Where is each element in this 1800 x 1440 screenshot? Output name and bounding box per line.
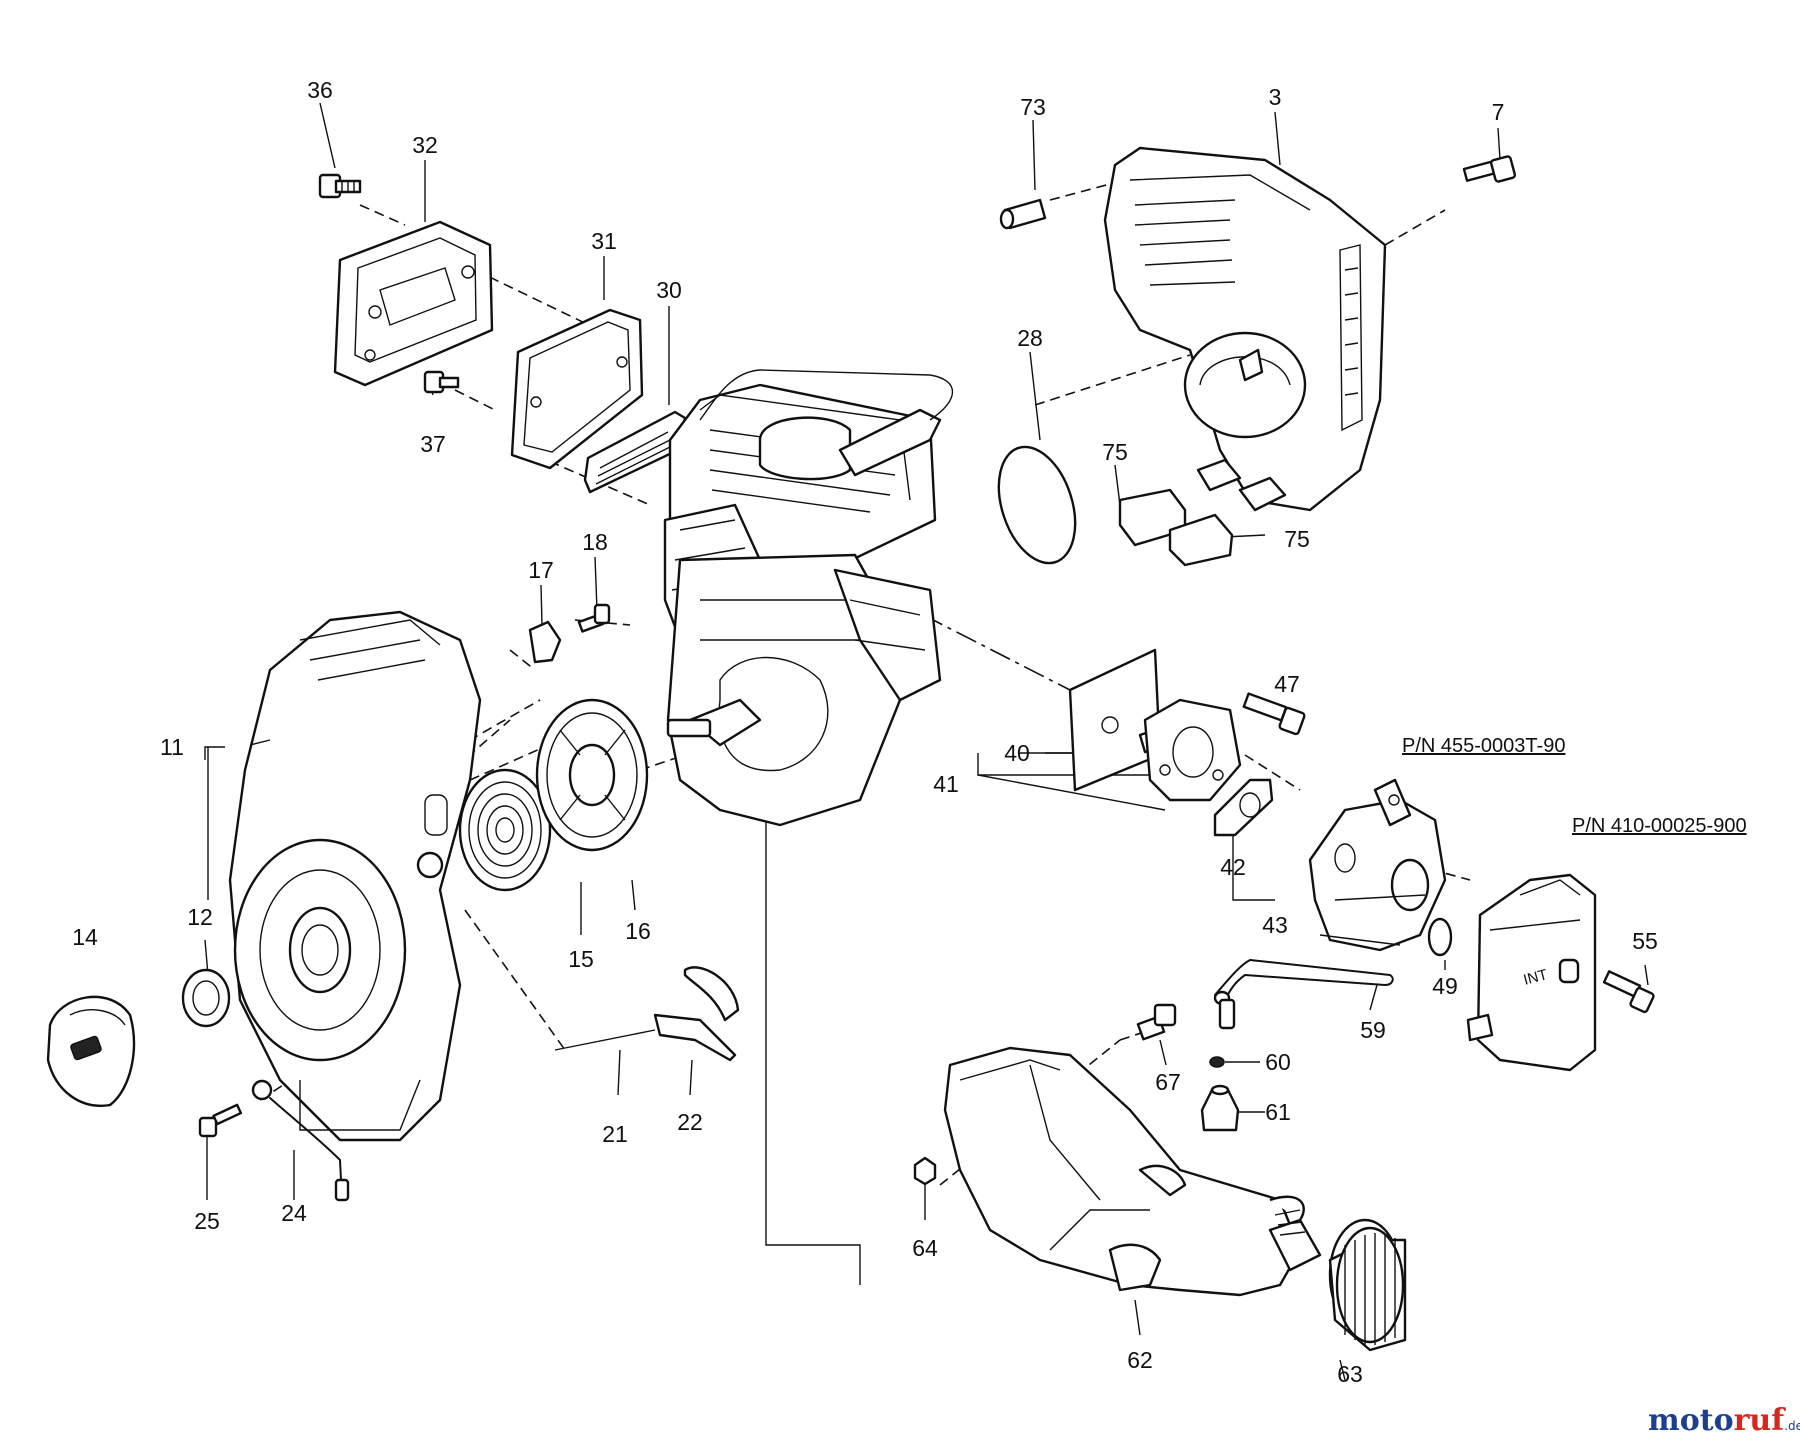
label-part-62: 62: [1127, 1347, 1153, 1373]
watermark-ruf: ruf: [1734, 1403, 1787, 1438]
label-part-41: 41: [933, 771, 959, 797]
watermark-moto: moto: [1648, 1403, 1734, 1438]
label-part-36: 36: [307, 77, 333, 103]
label-part-63: 63: [1337, 1361, 1363, 1387]
label-part-30: 30: [656, 277, 682, 303]
nut-64: [913, 1156, 937, 1186]
part-number-labels: 36 32 31 30 37 73 3 7 28 75 75 18 17 47 …: [72, 77, 1658, 1387]
label-part-75-bottom: 75: [1284, 526, 1310, 552]
label-part-47: 47: [1274, 671, 1300, 697]
label-part-40: 40: [1004, 740, 1030, 766]
ground-wire-24: [251, 1079, 350, 1202]
sleeve-73: [999, 198, 1047, 230]
label-part-49: 49: [1432, 973, 1458, 999]
label-part-32: 32: [412, 132, 438, 158]
label-part-14: 14: [72, 924, 98, 950]
oring-49: [1427, 917, 1453, 957]
label-part-31: 31: [591, 228, 617, 254]
label-part-25: 25: [194, 1208, 220, 1234]
holder-41: [1143, 698, 1242, 802]
bolt-36: [318, 173, 362, 199]
air-cleaner-marking: INT: [1522, 966, 1550, 989]
label-part-18: 18: [582, 529, 608, 555]
label-part-11: 11: [160, 734, 184, 760]
label-part-59: 59: [1360, 1017, 1386, 1043]
label-part-67: 67: [1155, 1069, 1181, 1095]
bolt-55: [1602, 970, 1655, 1014]
screw-25: [198, 1103, 243, 1138]
starter-handle-22: [554, 966, 740, 1062]
recoil-spring-15: [458, 768, 552, 892]
carburetor-part-number: P/N 455-0003T-90: [1402, 735, 1565, 757]
label-part-61: 61: [1265, 1099, 1291, 1125]
bolt-67: [1136, 1003, 1177, 1041]
label-part-21: 21: [602, 1121, 628, 1147]
air-cleaner-assembly: INT: [1466, 873, 1597, 1072]
air-cleaner-part-number: P/N 410-00025-900: [1572, 815, 1747, 837]
bolt-47: [1242, 692, 1306, 736]
label-part-73: 73: [1020, 94, 1046, 120]
recoil-pulley-16: [535, 698, 649, 852]
motoruf-watermark: motoruf.de: [1648, 1403, 1800, 1438]
label-part-15: 15: [568, 946, 594, 972]
fuel-cap-63: [1328, 1218, 1407, 1352]
label-part-7: 7: [1492, 99, 1505, 125]
screw-18: [577, 603, 611, 633]
label-part-16: 16: [625, 918, 651, 944]
fuel-tank-62: [943, 1046, 1322, 1297]
bearing-12: [181, 968, 231, 1028]
grommet-60: [1209, 1056, 1225, 1068]
fuel-pipe-59: [1213, 959, 1394, 1030]
bolt-7: [1462, 155, 1517, 183]
label-part-60: 60: [1265, 1049, 1291, 1075]
label-part-64: 64: [912, 1235, 938, 1261]
gasket-31: [510, 308, 644, 470]
clutch-14: [46, 995, 136, 1107]
fan-housing-11: [228, 610, 482, 1142]
cushions-75: [1118, 488, 1234, 567]
label-part-17: 17: [528, 557, 554, 583]
svg-text:motoruf.de: motoruf.de: [1648, 1403, 1800, 1438]
label-part-75-top: 75: [1102, 439, 1128, 465]
label-part-42: 42: [1220, 854, 1246, 880]
engine-cylinder-block: [663, 369, 954, 827]
label-part-22: 22: [677, 1109, 703, 1135]
cover-32: [333, 220, 494, 387]
carburetor-43: [1308, 778, 1447, 952]
label-part-24: 24: [281, 1200, 307, 1226]
filter-30: [583, 410, 687, 494]
label-part-12: 12: [187, 904, 213, 930]
gasket-42: [1213, 778, 1274, 837]
label-part-37: 37: [420, 431, 446, 457]
cylinder-cover-3: [1103, 146, 1387, 512]
clip-17: [528, 620, 562, 664]
screw-37: [423, 370, 460, 394]
fuel-filter-61: [1200, 1084, 1240, 1132]
oring-28: [997, 445, 1077, 565]
label-part-43: 43: [1262, 912, 1288, 938]
label-part-3: 3: [1269, 84, 1282, 110]
label-part-55: 55: [1632, 928, 1658, 954]
watermark-suffix: .de: [1784, 1419, 1800, 1433]
label-part-28: 28: [1017, 325, 1043, 351]
